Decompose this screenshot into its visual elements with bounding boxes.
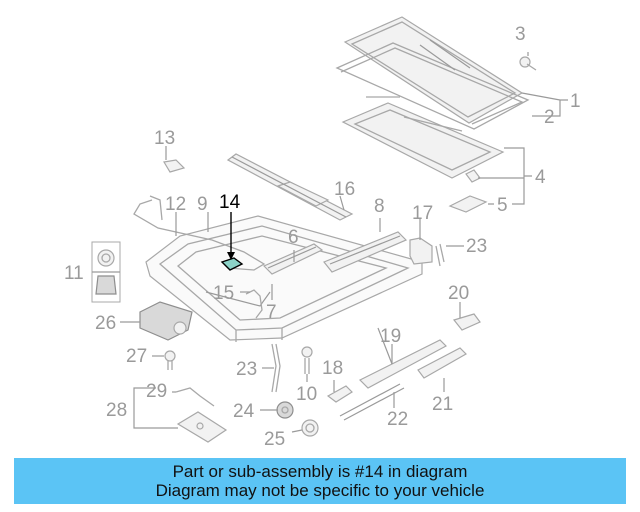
callout-23-lower: 23	[236, 359, 257, 380]
callout-11: 11	[64, 263, 84, 284]
callout-16: 16	[334, 179, 355, 200]
bracket-20	[452, 313, 481, 331]
clip-10	[301, 346, 313, 374]
callout-1: 1	[570, 91, 581, 112]
knob-24	[276, 401, 294, 419]
banner-line-2: Diagram may not be specific to your vehi…	[155, 481, 485, 500]
deflector-seal	[366, 96, 463, 132]
sunroof-frame-panel	[341, 102, 505, 179]
sunroof-housing-frame	[145, 215, 423, 342]
plate-hole	[196, 422, 204, 430]
clip-4	[465, 169, 481, 183]
sunroof-glass-panel	[335, 16, 530, 130]
banner-line-1: Part or sub-assembly is #14 in diagram	[172, 462, 468, 481]
callout-15: 15	[213, 283, 234, 304]
callout-23-right: 23	[466, 236, 487, 257]
washer-25	[301, 419, 319, 437]
corner-seal	[163, 159, 186, 173]
callout-7: 7	[266, 302, 277, 323]
link-19-detail	[377, 327, 393, 365]
callout-4: 4	[535, 167, 546, 188]
callout-8: 8	[374, 196, 385, 217]
callout-14: 14	[219, 192, 241, 213]
callout-25: 25	[264, 429, 285, 450]
hook-15	[245, 289, 263, 319]
callout-12: 12	[165, 194, 186, 215]
part-14-highlighted	[220, 257, 244, 271]
sunroof-parts-diagram: 1 2 3 4 5 6 7 8 9 10 11 12 13 14 15 16 1…	[64, 16, 581, 450]
leader-lines	[92, 52, 568, 433]
drain-hose	[133, 199, 266, 271]
callout-labels: 1 2 3 4 5 6 7 8 9 10 11 12 13 14 15 16 1…	[64, 24, 581, 450]
callout-22: 22	[387, 409, 408, 430]
bolt-3	[519, 56, 537, 71]
callout-5: 5	[497, 195, 508, 216]
callout-9: 9	[197, 194, 208, 215]
grommet-box	[91, 241, 121, 303]
callout-17: 17	[412, 203, 433, 224]
callout-6: 6	[288, 227, 299, 248]
callout-20: 20	[448, 283, 469, 304]
drain-hose-lower	[271, 343, 281, 393]
bracket-18	[326, 385, 353, 403]
cable-29	[175, 387, 215, 407]
callout-24: 24	[233, 401, 255, 422]
bolt-27	[164, 350, 176, 370]
callout-27: 27	[126, 346, 147, 367]
roof-front-rail	[226, 153, 354, 221]
sunroof-cable	[149, 195, 163, 221]
bracket-21	[417, 347, 467, 379]
link-19	[358, 339, 447, 389]
callout-10: 10	[296, 384, 317, 405]
leader-line-14	[227, 212, 235, 260]
motor-bracket	[409, 237, 433, 265]
drain-hose-right	[435, 243, 445, 267]
info-banner: Part or sub-assembly is #14 in diagram D…	[14, 458, 626, 504]
sunroof-motor	[139, 301, 193, 341]
clip-5	[448, 195, 488, 213]
callout-2: 2	[544, 107, 555, 128]
guide-rail-left	[262, 243, 324, 275]
callout-19: 19	[380, 326, 401, 347]
callout-18: 18	[322, 358, 343, 379]
callout-21: 21	[432, 394, 453, 415]
callout-28: 28	[106, 400, 127, 421]
callout-3: 3	[515, 24, 526, 45]
callout-29: 29	[146, 381, 167, 402]
callout-26: 26	[95, 313, 116, 334]
guide-rail-right	[323, 231, 408, 273]
callout-13: 13	[154, 128, 175, 149]
